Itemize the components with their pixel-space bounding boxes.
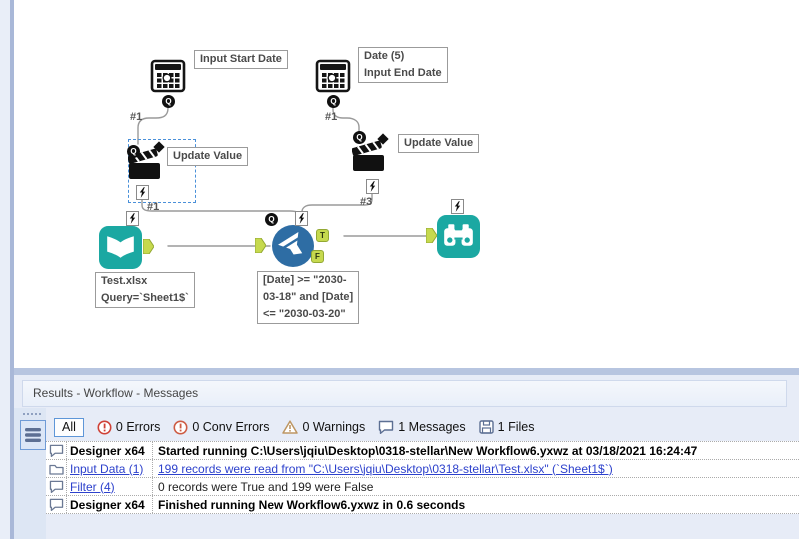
- input-anchor[interactable]: [255, 238, 266, 253]
- warnings-count-label: 0 Warnings: [302, 420, 366, 434]
- connection-label: #1: [130, 111, 143, 123]
- message-text: Finished running New Workflow6.yxwz in 0…: [158, 497, 466, 512]
- question-anchor[interactable]: Q: [127, 145, 140, 158]
- results-toolbar: All 0 Errors 0 Conv Errors: [54, 415, 534, 439]
- conv-errors-count-label: 0 Conv Errors: [192, 420, 270, 434]
- annotation-filter-expression[interactable]: [Date] >= "2030- 03-18" and [Date] <= "2…: [257, 271, 360, 324]
- message-text-link[interactable]: 199 records were read from "C:\Users\jqi…: [158, 461, 613, 476]
- clapperboard-icon: [127, 141, 165, 179]
- browse-binoculars-icon: [437, 215, 480, 258]
- message-row[interactable]: Designer x64 Finished running New Workfl…: [46, 496, 799, 514]
- error-icon: [97, 420, 112, 434]
- lightning-icon: [454, 201, 461, 212]
- selection-outline: [128, 139, 196, 203]
- results-panel: Results - Workflow - Messages All 0 Erro…: [14, 375, 799, 539]
- annotation-update-value-left[interactable]: Update Value: [167, 147, 249, 166]
- input-anchor[interactable]: [426, 228, 437, 243]
- message-text: 0 records were True and 199 were False: [158, 479, 374, 494]
- question-anchor[interactable]: Q: [265, 213, 278, 226]
- browse-tool[interactable]: [437, 215, 480, 263]
- message-source: Designer x64: [67, 442, 153, 459]
- false-output-anchor[interactable]: F: [311, 250, 324, 263]
- date-tool-start[interactable]: [150, 57, 186, 98]
- message-text: Started running C:\Users\jqiu\Desktop\03…: [158, 443, 698, 458]
- connection-line[interactable]: [301, 193, 373, 213]
- lightning-icon: [129, 213, 136, 224]
- action-tool-right[interactable]: [351, 131, 392, 180]
- connection-label: #1: [325, 111, 338, 123]
- message-source-link[interactable]: Filter (4): [70, 479, 115, 494]
- input-data-book-icon: [99, 226, 142, 269]
- output-anchor[interactable]: [143, 239, 154, 254]
- clapperboard-icon: [351, 133, 389, 171]
- filter-warnings-button[interactable]: 0 Warnings: [282, 420, 365, 434]
- folder-icon: [48, 464, 64, 475]
- filter-conv-errors-button[interactable]: 0 Conv Errors: [173, 420, 269, 435]
- panel-divider[interactable]: [14, 368, 799, 375]
- conv-error-icon: [173, 420, 188, 434]
- question-anchor[interactable]: Q: [327, 95, 340, 108]
- message-source: Designer x64: [67, 496, 153, 513]
- lightning-icon: [139, 187, 146, 198]
- input-data-tool[interactable]: [99, 226, 142, 274]
- annotation-input-data[interactable]: Test.xlsx Query=`Sheet1$`: [95, 272, 195, 308]
- question-anchor[interactable]: Q: [353, 131, 366, 144]
- message-source-link[interactable]: Input Data (1): [70, 461, 144, 476]
- calendar-icon: [315, 59, 351, 93]
- connection-line[interactable]: [332, 107, 360, 132]
- messages-count-label: 1 Messages: [398, 420, 466, 434]
- filter-errors-button[interactable]: 0 Errors: [97, 420, 160, 435]
- calendar-icon: [150, 59, 186, 93]
- messages-list: Designer x64 Started running C:\Users\jq…: [46, 441, 799, 514]
- drag-grip-icon[interactable]: [23, 413, 45, 416]
- files-count-label: 1 Files: [497, 420, 535, 434]
- action-anchor[interactable]: [295, 211, 308, 226]
- list-view-icon: [25, 428, 41, 442]
- lightning-icon: [369, 181, 376, 192]
- lightning-icon: [298, 213, 305, 224]
- workflow-canvas[interactable]: Q Input Start Date Q Date (5) Input End …: [14, 0, 799, 368]
- warning-icon: [282, 420, 299, 434]
- connection-label: #3: [360, 196, 373, 208]
- date-tool-end[interactable]: [315, 57, 351, 98]
- annotation-update-value-right[interactable]: Update Value: [398, 134, 480, 153]
- action-tool-left[interactable]: [127, 139, 168, 188]
- filter-all-button[interactable]: All: [54, 417, 84, 437]
- filter-messages-button[interactable]: 1 Messages: [378, 420, 466, 434]
- action-anchor[interactable]: [451, 199, 464, 214]
- results-panel-title[interactable]: Results - Workflow - Messages: [22, 380, 787, 407]
- left-rail-divider[interactable]: [10, 0, 14, 539]
- message-bubble-icon: [49, 498, 63, 511]
- errors-count-label: 0 Errors: [115, 420, 161, 434]
- action-anchor[interactable]: [126, 211, 139, 226]
- messages-view-button[interactable]: [20, 420, 46, 450]
- filter-files-button[interactable]: 1 Files: [478, 420, 535, 434]
- true-output-anchor[interactable]: T: [316, 229, 329, 242]
- left-rail: [0, 0, 10, 539]
- message-row[interactable]: Filter (4) 0 records were True and 199 w…: [46, 478, 799, 496]
- message-row[interactable]: Input Data (1) 199 records were read fro…: [46, 460, 799, 478]
- action-anchor[interactable]: [136, 185, 149, 200]
- message-bubble-icon: [379, 420, 394, 434]
- file-icon: [478, 420, 494, 434]
- connection-label: #1: [147, 201, 160, 213]
- message-bubble-icon: [49, 480, 63, 493]
- filter-tool[interactable]: [271, 224, 315, 273]
- annotation-input-start-date[interactable]: Input Start Date: [194, 50, 288, 69]
- annotation-input-end-date[interactable]: Date (5) Input End Date: [358, 47, 448, 83]
- message-bubble-icon: [49, 444, 63, 457]
- action-anchor[interactable]: [366, 179, 379, 194]
- filter-funnel-icon: [272, 225, 314, 267]
- message-row[interactable]: Designer x64 Started running C:\Users\jq…: [46, 442, 799, 460]
- connection-line[interactable]: [137, 107, 169, 145]
- question-anchor[interactable]: Q: [162, 95, 175, 108]
